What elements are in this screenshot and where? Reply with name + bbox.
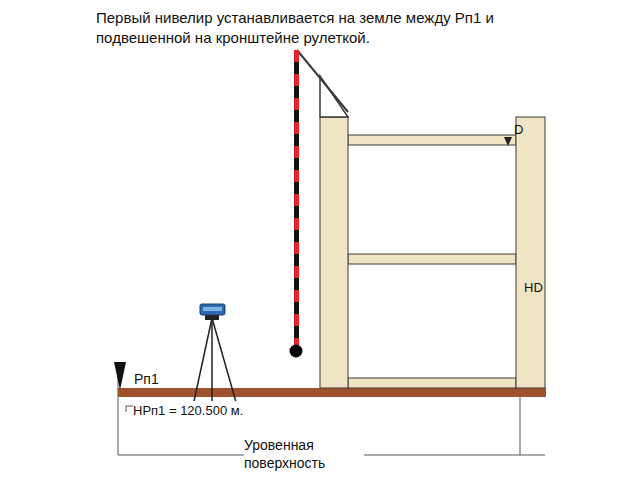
tape-stripe (294, 194, 299, 206)
tape-stripe (294, 266, 299, 278)
tape-measure (294, 50, 299, 345)
tape-stripe (294, 50, 299, 62)
beam (348, 378, 516, 388)
tape-stripe (294, 134, 299, 146)
level-instrument (193, 304, 236, 406)
plumb-weight (290, 345, 303, 358)
height-label: НD (524, 278, 543, 297)
tape-stripe (294, 254, 299, 266)
column (516, 117, 545, 388)
beam (348, 135, 516, 145)
tape-stripe (294, 230, 299, 242)
ground (118, 388, 546, 397)
tape-stripe (294, 110, 299, 122)
title: Первый нивелир устанавливается на земле … (96, 8, 546, 48)
tape-stripe (294, 314, 299, 326)
tape-stripe (294, 170, 299, 182)
tape-stripe (294, 278, 299, 290)
tape-stripe (294, 158, 299, 170)
beam (348, 254, 516, 264)
column (320, 117, 348, 388)
tape-stripe (294, 62, 299, 74)
point-label: D (514, 120, 523, 139)
tape-stripe (294, 302, 299, 314)
building-frame (320, 117, 545, 388)
benchmark-marker (114, 362, 126, 390)
benchmark-height: НРп1 = 120.500 м. (133, 401, 243, 420)
tape-stripe (294, 326, 299, 338)
tape-stripe (294, 218, 299, 230)
surface-label: Уровенная поверхность (244, 436, 364, 472)
tape-stripe (294, 290, 299, 302)
tape-stripe (294, 122, 299, 134)
tick (126, 406, 133, 407)
tape-stripe (294, 98, 299, 110)
point-marker (504, 137, 512, 146)
tape-stripe (294, 146, 299, 158)
tape-stripe (294, 86, 299, 98)
benchmark-label: Рп1 (134, 370, 159, 389)
tape-stripe (294, 242, 299, 254)
tape-stripe (294, 182, 299, 194)
tape-stripe (294, 74, 299, 86)
bracket-arm (297, 50, 348, 112)
tick (126, 406, 127, 412)
tape-stripe (294, 338, 299, 345)
tape-stripe (294, 206, 299, 218)
